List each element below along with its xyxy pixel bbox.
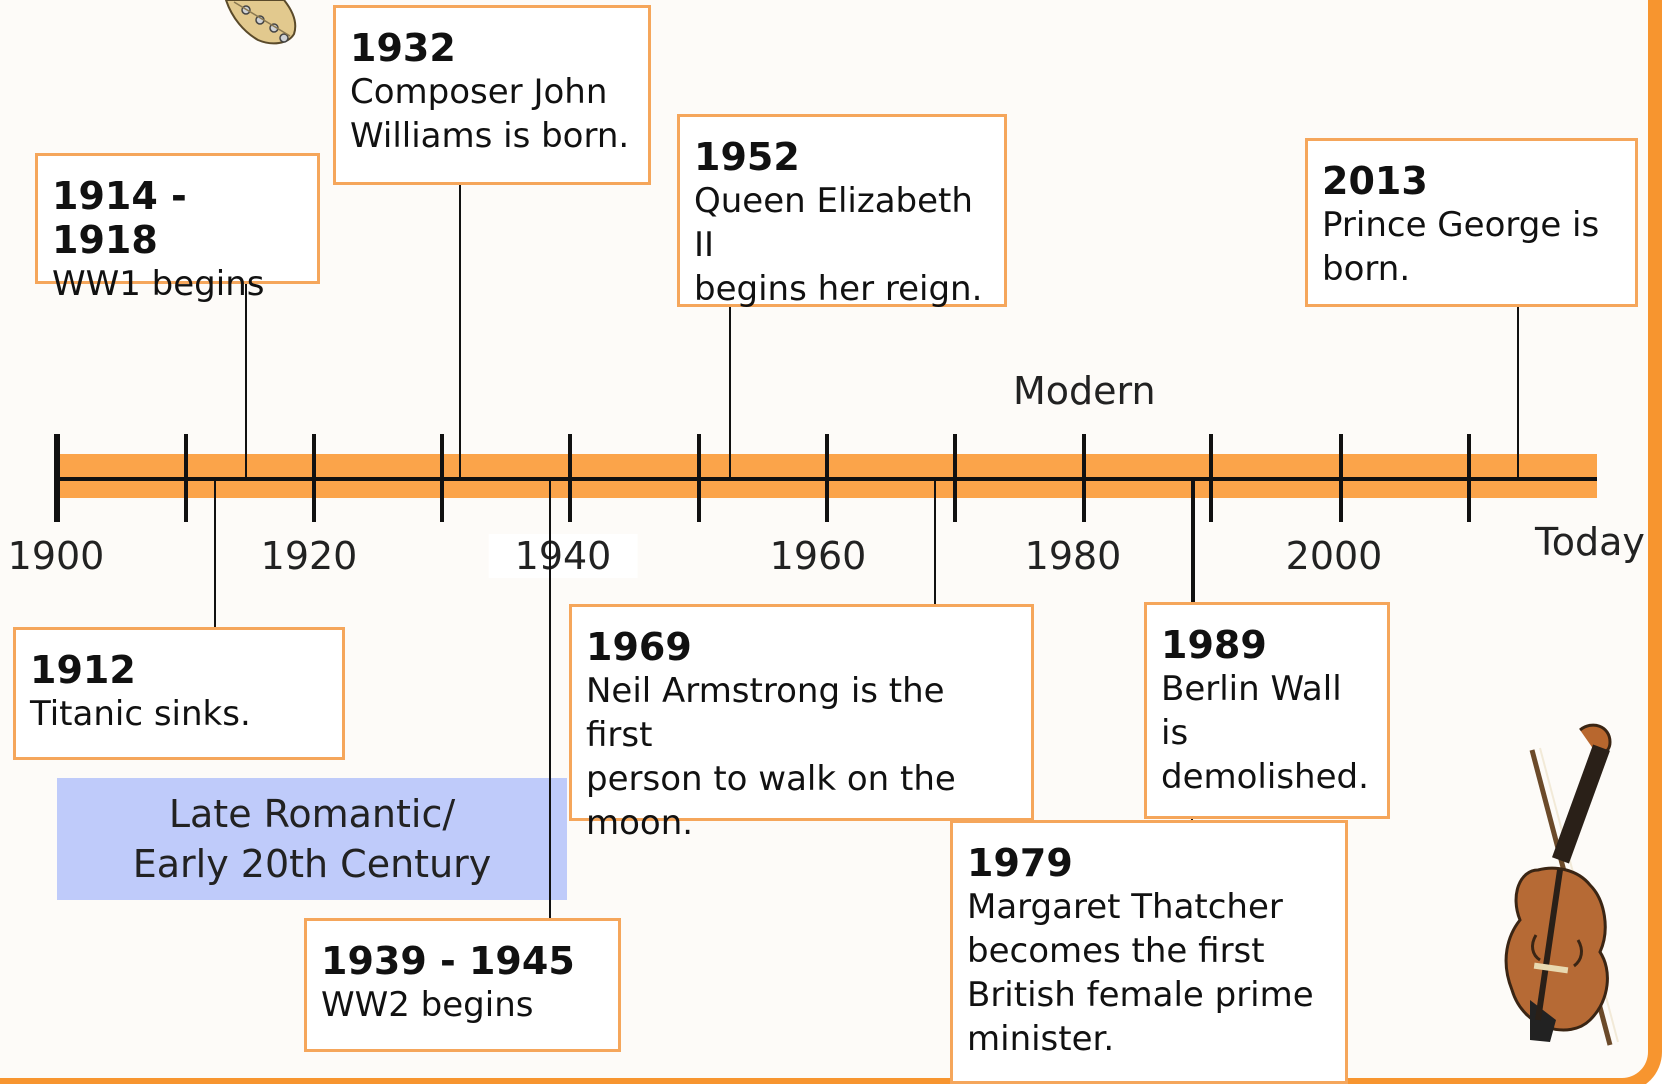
era-line: Early 20th Century — [132, 842, 492, 886]
year-label: 1900 — [7, 534, 105, 578]
connector-line — [934, 478, 936, 604]
today-label: Today — [1535, 520, 1645, 564]
tick-mark — [1339, 434, 1343, 522]
event-card-ww1: 1914 - 1918 WW1 begins — [35, 153, 320, 304]
era-label-late-romantic: Late Romantic/ Early 20th Century — [57, 778, 567, 900]
event-text: Williams is born. — [350, 116, 630, 156]
event-text: Margaret Thatcher — [967, 887, 1283, 927]
event-text: British female prime — [967, 975, 1314, 1015]
tick-mark — [1467, 434, 1471, 522]
event-text: demolished. — [1161, 757, 1369, 797]
connector-line — [459, 183, 461, 478]
era-line: Late Romantic/ — [168, 792, 456, 836]
event-text: begins her reign. — [694, 269, 983, 309]
event-card-thatcher: 1979 Margaret Thatcher becomes the first… — [950, 820, 1348, 1084]
event-card-titanic: 1912 Titanic sinks. — [13, 627, 345, 760]
violin-icon — [1504, 723, 1619, 1046]
event-text: Berlin Wall — [1161, 669, 1342, 709]
tick-mark — [697, 434, 701, 522]
event-date: 1912 — [30, 648, 136, 692]
event-text: minister. — [967, 1019, 1115, 1059]
event-text: Neil Armstrong is the first — [586, 671, 945, 755]
tick-mark — [184, 434, 188, 522]
tick-mark — [1082, 434, 1086, 522]
event-date: 1979 — [967, 841, 1073, 885]
event-card-ww2: 1939 - 1945 WW2 begins — [304, 918, 621, 1052]
event-card-john-williams: 1932 Composer John Williams is born. — [333, 5, 651, 185]
tick-mark — [825, 434, 829, 522]
event-date: 2013 — [1322, 159, 1428, 203]
event-card-prince-george: 2013 Prince George is born. — [1305, 138, 1638, 307]
year-label: 1980 — [1024, 534, 1122, 578]
guitar-headstock-icon — [224, 0, 297, 45]
event-text: Titanic sinks. — [30, 694, 251, 734]
event-date: 1914 - 1918 — [52, 174, 187, 262]
connector-line — [245, 282, 247, 478]
year-label: 1920 — [260, 534, 358, 578]
event-text: Queen Elizabeth II — [694, 181, 973, 265]
event-card-queen-elizabeth: 1952 Queen Elizabeth II begins her reign… — [677, 114, 1007, 309]
year-label: 1960 — [769, 534, 867, 578]
event-card-moon-landing: 1969 Neil Armstrong is the first person … — [569, 604, 1034, 843]
event-card-berlin-wall: 1989 Berlin Wall is demolished. — [1144, 602, 1390, 819]
event-text: born. — [1322, 249, 1411, 289]
tick-mark — [312, 434, 316, 522]
tick-mark — [1209, 434, 1213, 522]
event-text: Prince George is — [1322, 205, 1600, 245]
event-date: 1939 - 1945 — [321, 939, 575, 983]
event-text: is — [1161, 713, 1189, 753]
event-text: WW2 begins — [321, 985, 534, 1025]
event-text: becomes the first — [967, 931, 1265, 971]
tick-mark — [54, 434, 60, 522]
event-date: 1969 — [586, 625, 692, 669]
era-label-modern: Modern — [1013, 369, 1156, 413]
year-label: 1940 — [488, 534, 638, 578]
connector-line — [1517, 305, 1519, 478]
event-text: moon. — [586, 803, 694, 843]
event-date: 1989 — [1161, 623, 1267, 667]
connector-line — [729, 305, 731, 478]
connector-line — [549, 478, 551, 918]
tick-mark — [440, 434, 444, 522]
event-text: WW1 begins — [52, 264, 265, 304]
event-date: 1952 — [694, 135, 800, 179]
tick-mark — [568, 434, 572, 522]
tick-mark — [953, 434, 957, 522]
connector-line — [1193, 478, 1195, 604]
connector-line — [214, 478, 216, 627]
year-label: 2000 — [1285, 534, 1383, 578]
event-text: Composer John — [350, 72, 608, 112]
event-text: person to walk on the — [586, 759, 956, 799]
event-date: 1932 — [350, 26, 456, 70]
